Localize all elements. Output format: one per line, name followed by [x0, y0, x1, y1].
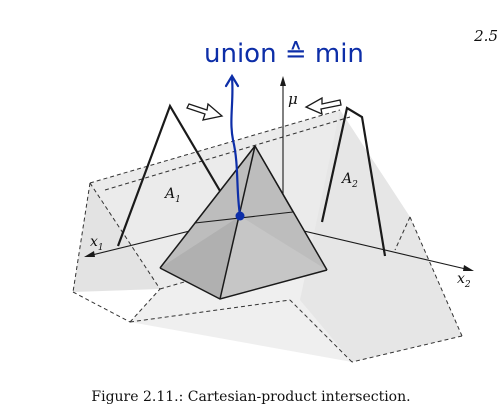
annotation-text: union ≙ min	[204, 39, 364, 69]
x2-label: x2	[457, 271, 471, 290]
a2-label: A2	[340, 171, 358, 190]
arrow-outline-icon-left	[186, 102, 224, 121]
x1-label: x1	[90, 234, 104, 253]
annotation-curve	[224, 73, 245, 221]
a1-label-sub: 1	[175, 195, 181, 205]
a2-label-main: A	[340, 171, 352, 187]
mu-label: μ	[288, 90, 298, 108]
intersection-pyramid	[159, 145, 328, 300]
page-number: 2.5	[474, 27, 498, 45]
membership-a2	[320, 106, 387, 257]
cartesian-product-diagram: union ≙ min μ A1 A2 x1 x2	[72, 39, 474, 363]
a1-label: A1	[163, 186, 181, 205]
arrow-outline-icon-right	[304, 96, 342, 116]
a2-label-sub: 2	[351, 180, 358, 190]
x1-label-main: x	[90, 234, 98, 250]
figure-caption: Figure 2.11.: Cartesian-product intersec…	[91, 389, 411, 405]
a1-label-main: A	[163, 186, 175, 202]
x2-label-sub: 2	[464, 280, 471, 290]
intersection-point-marker	[235, 211, 245, 221]
x1-label-sub: 1	[98, 243, 104, 253]
x2-label-main: x	[457, 271, 465, 287]
membership-a1	[116, 103, 224, 247]
